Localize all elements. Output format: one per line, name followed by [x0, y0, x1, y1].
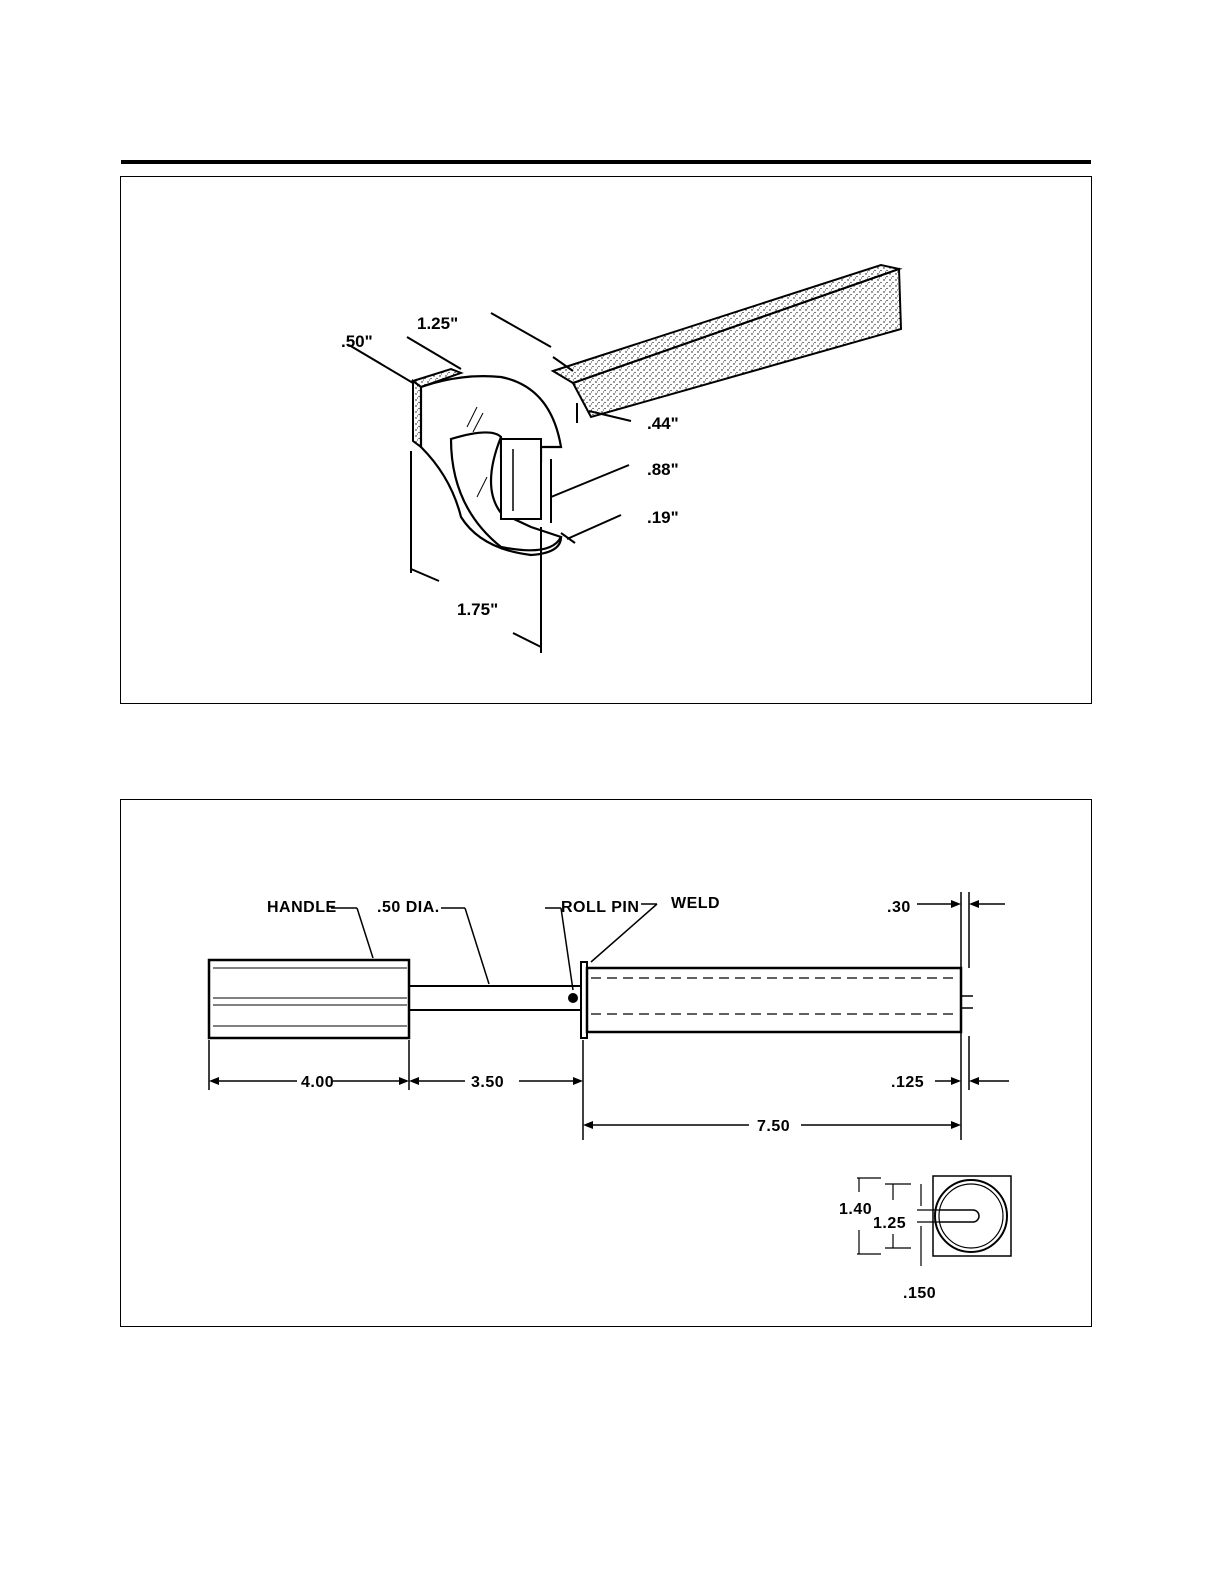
label-handle-length: 4.00: [301, 1074, 334, 1091]
label-tube-length: 7.50: [757, 1118, 790, 1135]
wrench-figure-panel: .50" 1.25" .44" .88" .19" 1.75": [120, 176, 1092, 704]
tool-shaft: [409, 986, 581, 1010]
tool-tube: [587, 968, 973, 1032]
label-opening: .88": [647, 460, 679, 479]
label-roll-pin: ROLL PIN: [561, 899, 639, 916]
wrench-drawing: .50" 1.25" .44" .88" .19" 1.75": [121, 177, 1093, 705]
tool-drawing: HANDLE .50 DIA. ROLL PIN WELD .30 4.00 3…: [121, 800, 1093, 1328]
label-shaft-length: 3.50: [471, 1074, 504, 1091]
tool-handle: [209, 960, 409, 1038]
label-weld: WELD: [671, 895, 720, 912]
label-shaft-dia: .50 DIA.: [377, 899, 440, 916]
label-head-length: 1.25": [417, 314, 458, 333]
tool-figure-panel: HANDLE .50 DIA. ROLL PIN WELD .30 4.00 3…: [120, 799, 1092, 1327]
label-end-inner: 1.25: [873, 1215, 906, 1232]
label-jaw: .19": [647, 508, 679, 527]
label-end-outer: 1.40: [839, 1201, 872, 1218]
label-end-slot: .150: [903, 1285, 936, 1302]
label-head-width: 1.75": [457, 600, 498, 619]
wrench-handle: [553, 265, 901, 417]
tool-extension-lines: [209, 892, 969, 1140]
label-tip: .30: [887, 899, 911, 916]
label-neck: .44": [647, 414, 679, 433]
wrench-head: [413, 369, 561, 555]
header-rule: [121, 160, 1091, 164]
label-slot-depth: .125: [891, 1074, 924, 1091]
label-thickness: .50": [341, 332, 373, 351]
label-handle: HANDLE: [267, 899, 337, 916]
roll-pin-hole: [568, 993, 578, 1003]
